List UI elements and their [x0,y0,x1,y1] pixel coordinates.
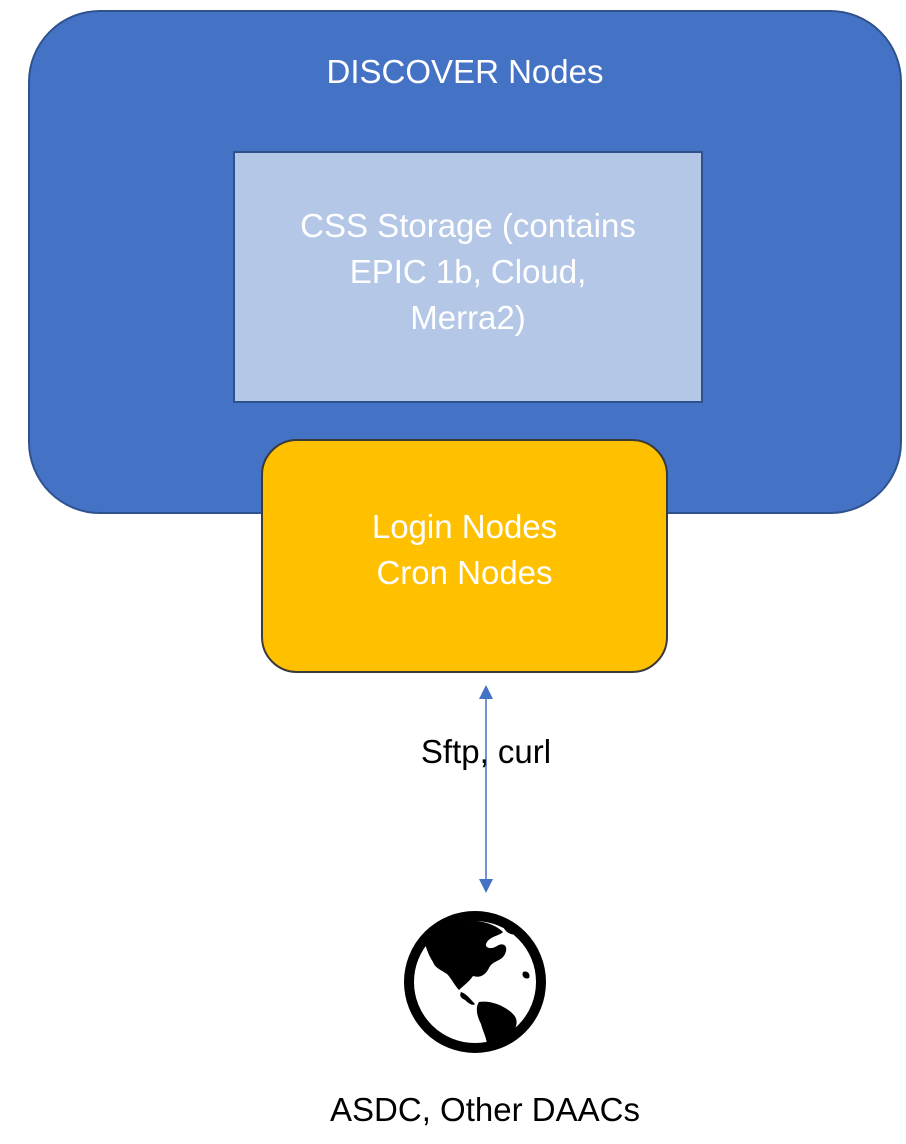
bidirectional-arrow [479,685,493,893]
discover-nodes-title: DISCOVER Nodes [326,53,604,90]
protocol-label: Sftp, curl [420,733,552,770]
destination-label: ASDC, Other DAACs [330,1091,640,1128]
css-storage-label: CSS Storage (contains EPIC 1b, Cloud, Me… [300,207,636,336]
login-cron-nodes-box: Login Nodes Cron Nodes [261,439,668,673]
login-cron-nodes-label: Login Nodes Cron Nodes [371,508,558,591]
css-storage-box: CSS Storage (contains EPIC 1b, Cloud, Me… [233,151,703,403]
globe-icon [404,911,546,1053]
